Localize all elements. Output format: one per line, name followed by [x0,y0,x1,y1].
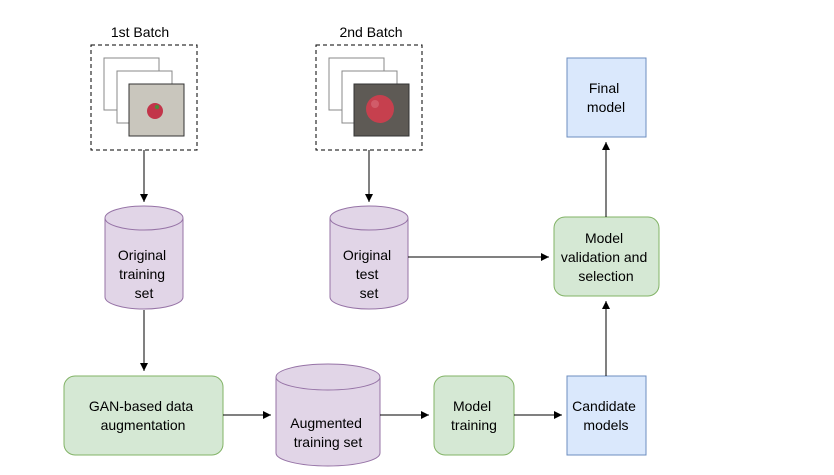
final-model-label: Final model [587,80,625,115]
original-test-set-label: Original test set [343,247,395,301]
final-model-node: Final model [566,57,647,138]
augmented-training-set-label: Augmented training set [290,415,366,450]
candidate-models-label: Candidate models [572,398,640,433]
original-training-set-node: Original training set [104,205,184,310]
model-training-node: Model training [433,375,515,456]
batch-1-label: 1st Batch [111,24,169,40]
batch-2-photo [353,83,410,137]
batch-1-group: 1st Batch [90,24,198,151]
gan-augmentation-node: GAN-based data augmentation [63,375,224,456]
batch-2-group: 2nd Batch [315,24,423,151]
gan-augmentation-label: GAN-based data augmentation [89,398,197,433]
original-training-set-label: Original training set [118,247,170,301]
batch-1-frame [90,44,198,151]
model-validation-label: Model validation and selection [561,230,651,284]
original-test-set-node: Original test set [329,205,409,310]
model-training-label: Model training [451,398,497,433]
batch-2-label: 2nd Batch [339,24,402,40]
batch-2-frame [315,44,423,151]
augmented-training-set-node: Augmented training set [275,363,381,467]
batch-1-photo [128,83,185,137]
candidate-models-node: Candidate models [566,375,647,456]
model-validation-node: Model validation and selection [553,216,660,297]
